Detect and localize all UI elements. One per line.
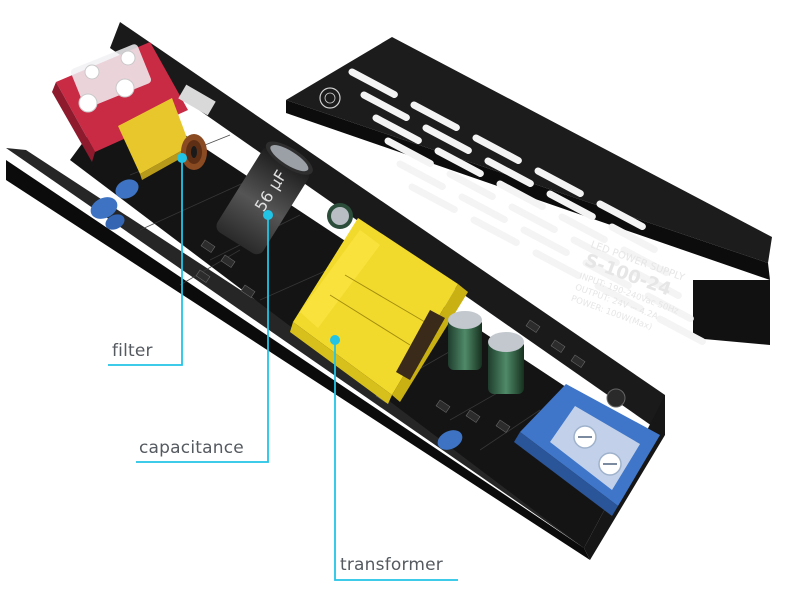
ventilation-slot: [446, 170, 496, 201]
ventilation-slot: [520, 226, 570, 257]
ventilation-slot: [582, 259, 632, 290]
smd-component: [240, 284, 256, 298]
small-capacitors: [327, 203, 353, 229]
smd-component: [220, 254, 236, 268]
smd-component: [525, 319, 541, 333]
output-terminal-block: [514, 384, 660, 516]
transformer-label: transformer: [340, 555, 443, 575]
ventilation-slot: [644, 292, 694, 323]
ventilation-slot: [570, 236, 620, 267]
ventilation-slot: [384, 137, 434, 168]
smd-component: [195, 269, 211, 283]
ventilation-slot: [632, 269, 682, 300]
ventilation-slot: [620, 246, 670, 277]
output-capacitors: [448, 311, 524, 394]
smd-component: [495, 419, 511, 433]
ventilation-slot: [434, 147, 484, 178]
ventilation-slot: [422, 124, 472, 155]
ventilation-slot: [558, 213, 608, 244]
ventilation-slot: [546, 190, 596, 221]
ventilation-slot: [484, 157, 534, 188]
ventilation-slot: [470, 216, 520, 247]
smd-component: [465, 409, 481, 423]
ventilation-slot: [410, 101, 460, 132]
ventilation-slot: [348, 68, 398, 99]
smd-component: [200, 239, 216, 253]
ventilation-slot: [534, 167, 584, 198]
ventilation-slot: [360, 91, 410, 122]
brand-logo-icon: [319, 87, 341, 109]
filter-callout-line: [108, 158, 183, 366]
ventilation-slot: [372, 114, 422, 145]
ventilation-slot: [408, 183, 458, 214]
ventilation-slots: [348, 68, 706, 346]
ventilation-slot: [594, 282, 644, 313]
ventilation-slot: [458, 193, 508, 224]
y-capacitors: [90, 179, 463, 450]
smd-component: [435, 399, 451, 413]
capacitance-callout-line: [136, 215, 269, 463]
ventilation-slot: [656, 315, 706, 346]
filter-inductor: [181, 134, 207, 170]
adjust-potentiometer: [606, 388, 626, 408]
ventilation-slot: [608, 223, 658, 254]
filter-label: filter: [112, 341, 153, 361]
ventilation-slot: [596, 200, 646, 231]
ventilation-slot: [472, 134, 522, 165]
ventilation-slot: [496, 180, 546, 211]
bulk-capacitor: 56 µF: [216, 141, 313, 255]
smd-component: [550, 339, 566, 353]
ventilation-slot: [532, 249, 582, 280]
callout-lines: [108, 153, 458, 581]
ventilation-slot: [508, 203, 558, 234]
fuse: [178, 84, 216, 116]
transformer-callout-line: [334, 340, 458, 581]
capacitance-label: capacitance: [139, 438, 244, 458]
smd-component: [570, 354, 586, 368]
ventilation-slot: [396, 160, 446, 191]
